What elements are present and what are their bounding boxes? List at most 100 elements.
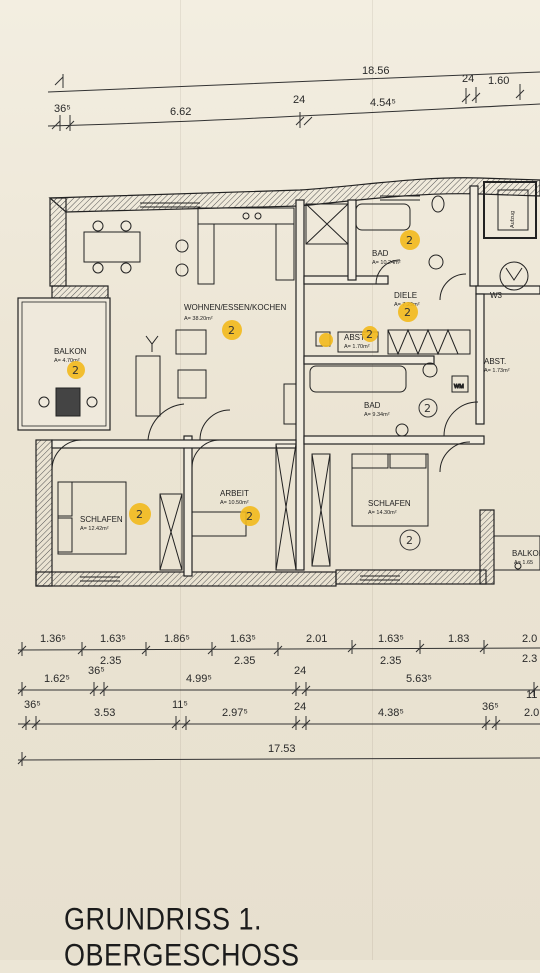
diele-corridor: [315, 273, 471, 356]
room-name: BALKON: [512, 549, 540, 558]
dim-row1: 1.63⁵: [100, 633, 126, 645]
top-dimension-lines: [47, 71, 540, 131]
wardrobe: [283, 383, 297, 425]
door-swing: [191, 439, 221, 469]
dim-row4: 2.97⁵: [222, 707, 248, 719]
room-mark: 2: [404, 306, 411, 319]
room-area: A= 10.24m²: [372, 260, 401, 266]
dim-row4: 36⁵: [482, 701, 499, 713]
dining-chair: [92, 220, 104, 232]
room-area: A= 38.20m²: [184, 316, 213, 322]
room-mark: 2: [136, 508, 143, 521]
room-mark: 2: [72, 364, 79, 377]
room-name: BALKON: [54, 347, 87, 356]
wardrobe: [311, 453, 331, 567]
balcony-chair: [38, 396, 50, 408]
dining-chair: [92, 262, 104, 274]
bath-top: [305, 195, 445, 285]
kitchen-counter: [197, 207, 295, 225]
room-name: WOHNEN/ESSEN/KOCHEN: [184, 303, 286, 312]
wheelchair-icon: [505, 267, 523, 281]
room-area: A= 10.50m²: [220, 500, 249, 506]
shaft-mark: [319, 333, 333, 347]
windows: [80, 195, 420, 582]
shelf: [275, 443, 297, 571]
shower-cross: [305, 203, 349, 245]
room-mark: 2: [228, 324, 235, 337]
wheelchair-turning-circle: [499, 261, 529, 291]
dim-row3: 1.62⁵: [44, 673, 70, 685]
room-area: A= 1.73m²: [484, 368, 510, 374]
elevator-core: Aufzug W3: [483, 181, 537, 300]
pillow: [351, 453, 389, 469]
door-swing: [439, 441, 471, 473]
bedroom-left-furniture: [51, 439, 183, 571]
room-name: DIELE: [394, 291, 417, 300]
highlight-marks: 2 2 2 2 2 2 2 2 2: [67, 230, 438, 551]
dining-chair: [120, 220, 132, 232]
washbasin-icon: [431, 195, 445, 213]
w3-label: W3: [490, 291, 503, 300]
dim-total-top: 18.56: [362, 65, 390, 77]
balkon-left: [17, 297, 111, 431]
door-swing: [51, 439, 83, 471]
dim-row1: 2.0: [522, 633, 537, 645]
wm-box: [451, 375, 469, 393]
room-mark: 2: [424, 402, 431, 415]
balcony-table: [55, 387, 81, 417]
dim-row3: 36⁵: [88, 665, 105, 677]
dim-row1: 1.63⁵: [378, 633, 404, 645]
dining-table: [83, 231, 141, 263]
dim-row3: 4.99⁵: [186, 673, 212, 685]
pillow: [57, 517, 73, 553]
plan-title: GRUNDRISS 1. OBERGESCHOSS: [64, 902, 300, 973]
door-swing: [439, 273, 467, 301]
living-kitchen-furniture: [83, 207, 297, 441]
dim-row1: 1.36⁵: [40, 633, 66, 645]
paper-fold: [372, 0, 373, 960]
room-name: ARBEIT: [220, 489, 249, 498]
wardrobe-cross: [311, 453, 331, 567]
coffee-table: [177, 369, 207, 399]
toilet-icon: [428, 254, 444, 270]
pillow: [389, 453, 427, 469]
dim-row3: 5.63⁵: [406, 673, 432, 685]
dining-chair: [120, 262, 132, 274]
pillow: [57, 481, 73, 517]
room-area: A= 4.70m²: [54, 358, 80, 364]
hob-icon: [242, 212, 250, 220]
bottom-dimension-lines: [17, 640, 540, 766]
dim-row1: 1.86⁵: [164, 633, 190, 645]
door-swing: [443, 401, 479, 437]
kitchen-counter-side: [275, 223, 295, 281]
bar-stool: [175, 239, 189, 253]
kitchen-island: [197, 223, 215, 285]
abst-small: [337, 331, 379, 353]
dim-top-seg: 36⁵: [54, 103, 71, 115]
dim-row2: 2.35: [100, 655, 121, 667]
desk: [191, 511, 247, 537]
paper-fold: [180, 0, 181, 960]
room-name: BAD: [372, 249, 389, 258]
dim-row3: 24: [294, 665, 306, 677]
dim-row1: 1.63⁵: [230, 633, 256, 645]
dim-row4: 24: [294, 701, 306, 713]
dim-row4: 4.38⁵: [378, 707, 404, 719]
bath-middle: WM: [309, 362, 479, 437]
plant-icon: [145, 335, 159, 352]
dim-top-seg: 1.60: [488, 75, 509, 87]
wardrobe-cross: [159, 493, 183, 571]
wardrobe-diele: [387, 329, 471, 355]
room-mark: 2: [406, 534, 413, 547]
room-area: A= 1.70m²: [344, 344, 370, 350]
room-mark: 2: [406, 234, 413, 247]
armchair: [175, 329, 207, 355]
bathtub: [355, 203, 411, 231]
bar-stool: [175, 263, 189, 277]
shower: [305, 203, 349, 245]
door-swing: [375, 259, 401, 285]
dim-row4: 36⁵: [24, 699, 41, 711]
room-name: ABST.: [484, 357, 506, 366]
